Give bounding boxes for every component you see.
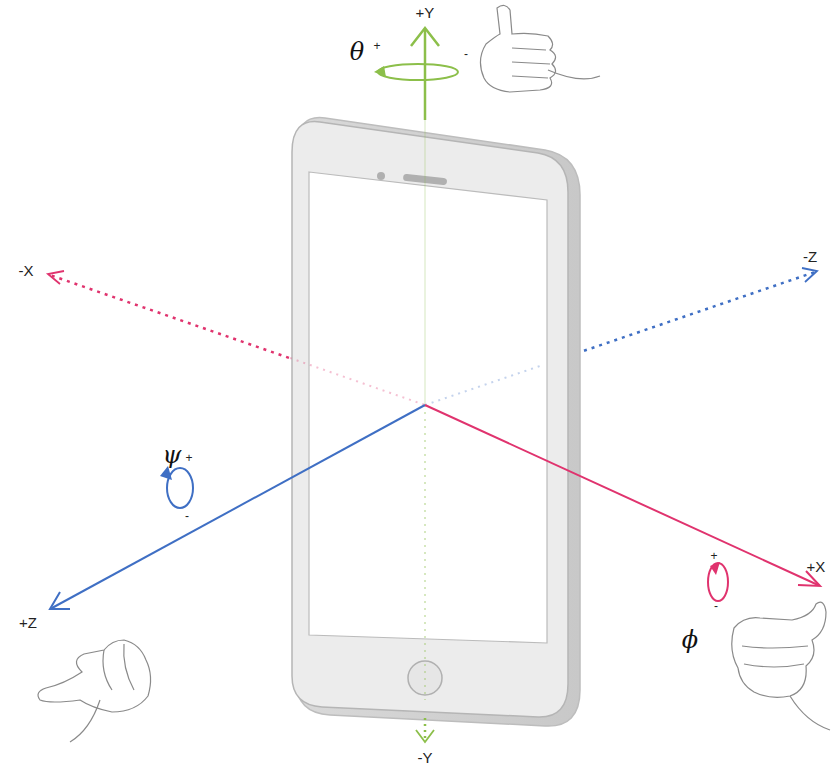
arrowhead: [710, 562, 720, 575]
sign-mark: -: [185, 510, 189, 522]
y-axis-inner: [425, 120, 426, 405]
arrowhead: [50, 592, 70, 609]
angle-symbol: ψ: [163, 443, 182, 467]
arrowhead: [48, 271, 64, 284]
right-hand-sketch: [732, 602, 830, 730]
right-hand-sketch: [480, 5, 600, 92]
arrowhead: [416, 730, 434, 742]
sign-mark: -: [714, 600, 718, 612]
arrowhead: [802, 268, 817, 282]
axis-label: -Y: [418, 750, 433, 765]
y-axis-inner: [424, 405, 426, 700]
pos-y-axis: [424, 30, 427, 120]
psi-rotation-ring: [167, 468, 193, 508]
angle-symbol: θ: [350, 40, 364, 64]
neg-y-axis: [424, 718, 427, 740]
phone-body: [296, 118, 580, 727]
sign-mark: +: [710, 550, 717, 562]
arrowhead: [411, 28, 439, 46]
arrowhead: [160, 466, 172, 480]
axis-label: +X: [807, 559, 826, 574]
angle-symbol: ϕ: [682, 628, 698, 652]
x-axis-inner: [290, 358, 425, 405]
z-axis-inner: [425, 366, 540, 405]
axis-label: -Z: [803, 249, 817, 264]
sign-mark: -: [464, 48, 468, 60]
camera: [377, 172, 385, 180]
phone-screen: [309, 172, 547, 643]
axis-label: +Z: [19, 615, 37, 630]
arrowhead: [374, 66, 386, 77]
pos-x-axis: [425, 405, 818, 585]
phi-rotation-ring: [708, 563, 728, 601]
pos-z-axis: [52, 405, 425, 608]
axis-label: +Y: [416, 5, 435, 20]
axis-label: -X: [19, 263, 34, 278]
phone-front: [292, 122, 568, 717]
right-hand-sketch: [38, 640, 151, 742]
sign-mark: +: [373, 40, 380, 52]
sign-mark: +: [185, 452, 192, 464]
theta-rotation-ring: [378, 64, 458, 80]
